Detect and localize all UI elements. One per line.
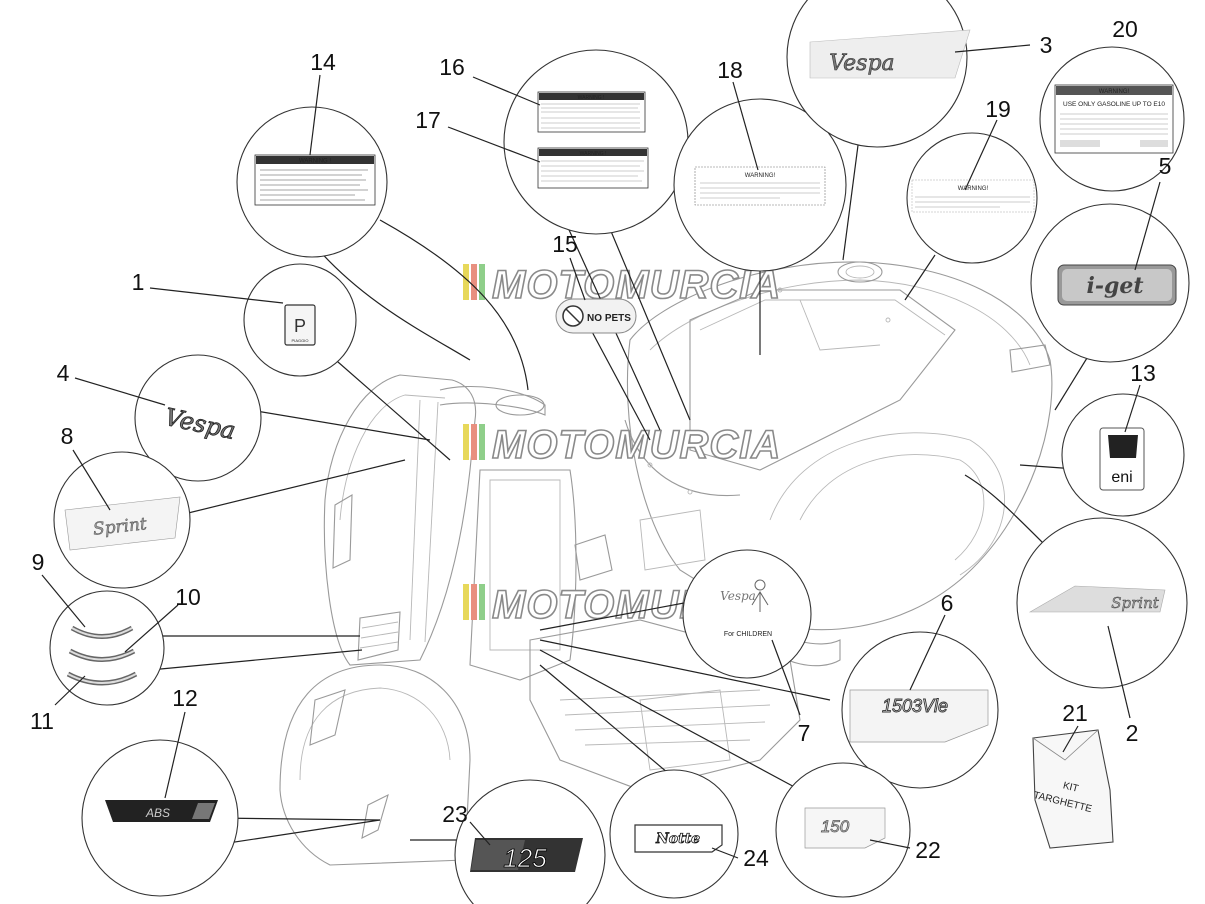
sprint-script: Sprint — [1111, 594, 1160, 612]
part-number-21: 21 — [1062, 700, 1088, 726]
iget-text: i-get — [1086, 273, 1143, 299]
notte-text: Notte — [655, 831, 700, 847]
svg-text:125: 125 — [503, 843, 547, 873]
number-labels: 1 2 3 4 5 6 7 8 9 10 11 12 13 — [30, 16, 1171, 871]
part-number-1: 1 — [132, 269, 145, 295]
callout-part-6: 1503Vle — [841, 631, 999, 789]
warning-title: WARNING ! — [580, 151, 607, 157]
callout-part-22: 150 — [775, 762, 911, 898]
warning-title: WARNING! — [745, 173, 776, 179]
svg-text:P: P — [294, 316, 306, 336]
part-number-7: 7 — [798, 720, 811, 746]
part-number-2: 2 — [1126, 720, 1139, 746]
watermark-text: MOTOMURCIA — [492, 263, 781, 307]
watermark-logo-1: MOTOMURCIA — [463, 262, 781, 308]
callout-part-7: Vespa For CHILDREN — [682, 549, 812, 679]
callout-part-2: Sprint — [1016, 517, 1188, 689]
for-children-text: For CHILDREN — [724, 631, 772, 638]
part-number-24: 24 — [743, 845, 769, 871]
warning-title: WARNING! — [1099, 89, 1130, 95]
callout-part-1: P PIAGGIO — [243, 263, 357, 377]
part-number-12: 12 — [172, 685, 198, 711]
warning-title: WARNING ! — [578, 95, 605, 101]
gasoline-text: USE ONLY GASOLINE UP TO E10 — [1063, 101, 1165, 108]
part-number-3: 3 — [1040, 32, 1053, 58]
part-number-10: 10 — [175, 584, 201, 610]
callout-part-23: 125 — [454, 779, 606, 904]
part-number-4: 4 — [57, 360, 70, 386]
part-number-23: 23 — [442, 801, 468, 827]
abs-text: ABS — [145, 806, 170, 820]
part-number-5: 5 — [1159, 153, 1172, 179]
part-number-6: 6 — [941, 590, 954, 616]
callout-part-14: WARNING ! — [236, 106, 388, 258]
warning-title: WARNING ! — [299, 159, 331, 165]
model-150-text: 150 — [821, 817, 850, 836]
callout-parts-16-17: WARNING ! WARNING ! — [503, 49, 689, 235]
part-number-15: 15 — [552, 231, 578, 257]
part-number-16: 16 — [439, 54, 465, 80]
part-number-20: 20 — [1112, 16, 1138, 42]
part-number-14: 14 — [310, 49, 336, 75]
callout-part-13: eni — [1061, 393, 1185, 517]
part-number-22: 22 — [915, 837, 941, 863]
callout-part-15: NO PETS — [555, 298, 637, 334]
eni-text: eni — [1111, 469, 1132, 486]
callout-part-18: WARNING! — [673, 98, 847, 272]
callout-part-21: KIT TARGHETTE — [1032, 729, 1114, 849]
watermark-logo-2: MOTOMURCIA — [463, 422, 781, 468]
callout-part-3: Vespa — [786, 0, 971, 148]
part-number-8: 8 — [61, 423, 74, 449]
callout-part-8: Sprint — [53, 451, 191, 589]
part-number-13: 13 — [1130, 360, 1156, 386]
warning-title: WARNING! — [958, 186, 989, 192]
callout-part-24: Notte — [609, 769, 739, 899]
leader-lines — [149, 129, 1096, 846]
piaggio-text: PIAGGIO — [292, 338, 309, 343]
watermark-text: MOTOMURCIA — [492, 423, 781, 467]
kit-line1-text: KIT — [1062, 780, 1080, 794]
callout-parts-9-10-11 — [49, 590, 165, 706]
part-number-18: 18 — [717, 57, 743, 83]
no-pets-text: NO PETS — [587, 313, 631, 324]
part-number-19: 19 — [985, 96, 1011, 122]
callout-part-12: ABS — [81, 739, 239, 897]
svg-text:Vespa: Vespa — [720, 589, 756, 603]
callout-part-5: i-get — [1030, 203, 1190, 363]
part-number-11: 11 — [30, 708, 54, 734]
vespa-script: Vespa — [829, 51, 894, 76]
callout-part-4: Vespa — [134, 354, 262, 482]
callout-part-19: WARNING! — [906, 132, 1038, 264]
model-1503v-text: 1503Vle — [882, 696, 948, 716]
part-number-17: 17 — [415, 107, 441, 133]
callout-part-20: WARNING! USE ONLY GASOLINE UP TO E10 — [1039, 46, 1185, 192]
part-number-9: 9 — [32, 549, 45, 575]
